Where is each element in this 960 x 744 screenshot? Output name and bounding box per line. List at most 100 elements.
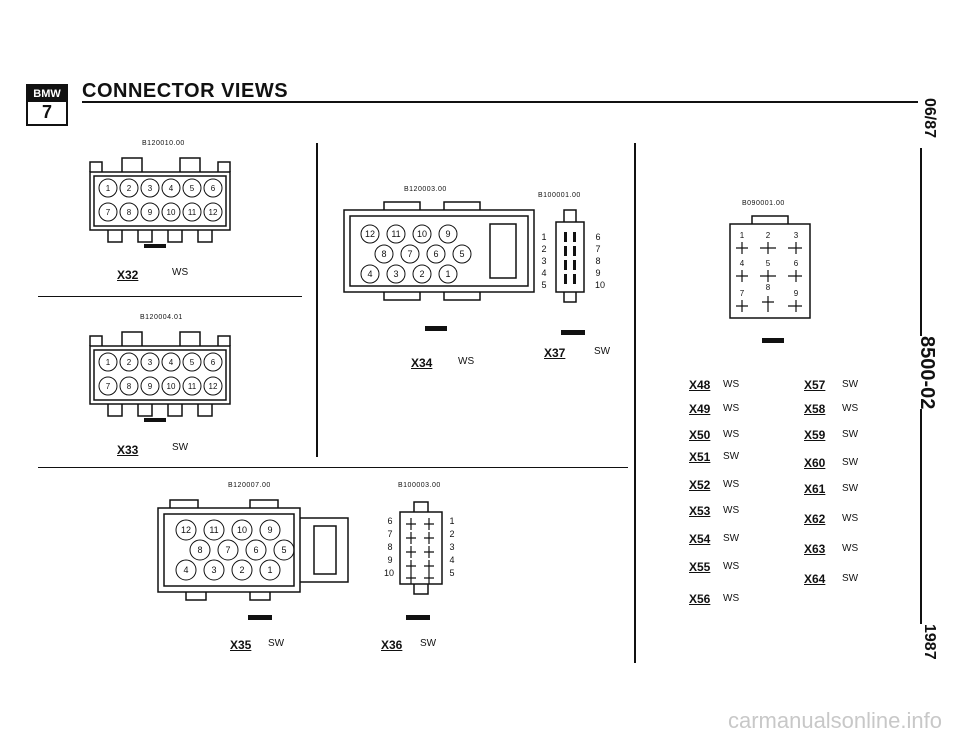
x37-pin: 8 (595, 256, 600, 266)
x35-pin-row-3: 4 3 2 1 (175, 559, 281, 581)
x37-pin: 4 (541, 268, 546, 278)
x36-pin: 5 (449, 568, 454, 578)
x33-pin-row-bottom: 7 8 9 10 11 12 (98, 376, 223, 396)
x34-label: X34 (411, 356, 433, 370)
x35-pin: 3 (211, 565, 216, 575)
x33-pin: 2 (127, 358, 132, 367)
list-item-name: X64 (804, 572, 826, 586)
x32-pin: 1 (106, 184, 111, 193)
x37-color: SW (594, 346, 611, 357)
x33-part-number: B120004.01 (140, 314, 183, 321)
x34-pin-row-2: 8 7 6 5 (374, 244, 472, 264)
x32-pin: 9 (148, 208, 153, 217)
x35-pin: 12 (181, 525, 191, 535)
x36-pin: 7 (387, 529, 392, 539)
b090-connector-diagram: 1 2 3 4 5 6 7 8 9 (729, 215, 811, 319)
x35-pin: 10 (237, 525, 247, 535)
x37-pin: 3 (541, 256, 546, 266)
list-item-color: WS (723, 379, 740, 390)
x36-pin: 3 (449, 542, 454, 552)
x35-pin: 7 (225, 545, 230, 555)
list-item-name: X63 (804, 542, 826, 556)
x33-pin: 9 (148, 382, 153, 391)
x35-polarity-mark (248, 615, 272, 620)
list-item-color: WS (723, 593, 740, 604)
list-item-name: X56 (689, 592, 711, 606)
x35-pin: 11 (209, 525, 218, 535)
list-item-color: WS (842, 513, 859, 524)
x33-pin: 6 (211, 358, 216, 367)
x36-pin: 9 (387, 555, 392, 565)
x33-color: SW (172, 442, 189, 453)
side-year: 1987 (918, 624, 940, 660)
x37-polarity-mark (561, 330, 585, 335)
list-item-name: X60 (804, 456, 826, 470)
x33-pin: 10 (167, 382, 176, 391)
x33-pin: 1 (106, 358, 111, 367)
x37-pin: 5 (541, 280, 546, 290)
x32-pin: 12 (209, 208, 218, 217)
x34-pin: 10 (417, 229, 427, 239)
x34-pin: 1 (445, 269, 450, 279)
x32-pin: 11 (188, 208, 197, 217)
b090-pin: 2 (766, 231, 771, 240)
x36-part-number: B100003.00 (398, 482, 441, 489)
list-item-name: X49 (689, 402, 711, 416)
b090-pin: 5 (766, 259, 771, 268)
list-item-color: WS (723, 429, 740, 440)
series-number: 7 (41, 102, 52, 122)
x33-pin: 8 (127, 382, 132, 391)
x34-color: WS (458, 356, 475, 367)
x34-pin: 12 (365, 229, 375, 239)
x33-pin: 11 (188, 382, 197, 391)
x34-pin: 5 (459, 249, 464, 259)
side-date: 06/87 (918, 98, 940, 139)
b090-polarity-mark (762, 338, 784, 343)
x32-pin-row-top: 1 2 3 4 5 6 (98, 178, 223, 198)
x37-pin: 10 (595, 280, 605, 290)
x36-pin: 2 (449, 529, 454, 539)
list-item-color: WS (723, 479, 740, 490)
x32-pin: 8 (127, 208, 132, 217)
list-item-name: X62 (804, 512, 826, 526)
list-item-name: X55 (689, 560, 711, 574)
b090-pin: 6 (794, 259, 799, 268)
x34-part-number: B120003.00 (404, 186, 447, 193)
x34-pin-row-1: 12 11 10 9 (360, 224, 458, 244)
list-item-color: WS (842, 403, 859, 414)
x36-label: X36 (381, 638, 403, 652)
b090-pin: 1 (740, 231, 745, 240)
x33-pin: 7 (106, 382, 111, 391)
side-code: 8500-02 (911, 336, 942, 410)
x33-pin-row-top: 1 2 3 4 5 6 (98, 352, 223, 372)
x35-connector-diagram: 12 11 10 9 8 7 6 5 4 3 2 1 (157, 499, 349, 601)
x37-pin: 6 (595, 232, 600, 242)
list-item-name: X52 (689, 478, 711, 492)
x36-pin: 10 (384, 568, 394, 578)
x35-pin: 6 (253, 545, 258, 555)
x37-connector-diagram: 1 2 3 4 5 6 7 8 9 10 (541, 209, 605, 303)
list-item-color: WS (723, 561, 740, 572)
x35-label: X35 (230, 638, 252, 652)
x35-pin: 2 (239, 565, 244, 575)
x37-pin: 1 (541, 232, 546, 242)
list-item-name: X58 (804, 402, 826, 416)
x35-pin: 4 (183, 565, 188, 575)
list-item-color: SW (842, 457, 859, 468)
x33-pin: 12 (209, 382, 218, 391)
list-item-color: SW (723, 533, 740, 544)
x35-color: SW (268, 638, 285, 649)
list-item-name: X61 (804, 482, 826, 496)
x33-pin: 5 (190, 358, 195, 367)
divider-v2 (634, 143, 636, 663)
x35-pin-row-2: 8 7 6 5 (189, 539, 295, 561)
x36-pin: 8 (387, 542, 392, 552)
list-item-name: X51 (689, 450, 711, 464)
x37-pin: 9 (595, 268, 600, 278)
x34-pin: 8 (381, 249, 386, 259)
list-item-name: X57 (804, 378, 826, 392)
x34-pin: 9 (445, 229, 450, 239)
list-item-color: SW (842, 429, 859, 440)
x32-color: WS (172, 267, 189, 278)
b090-pin: 7 (740, 289, 745, 298)
